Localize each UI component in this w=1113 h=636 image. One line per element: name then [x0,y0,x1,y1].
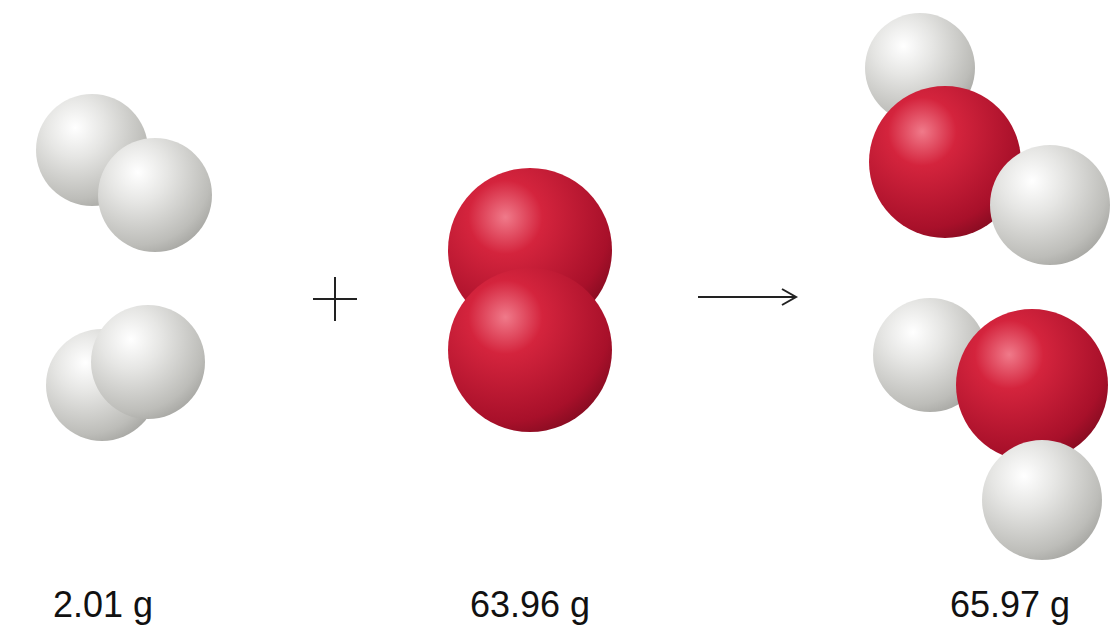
mass-label: 2.01 g [53,585,153,625]
oxygen-molecule [448,168,612,432]
reaction-arrow [698,289,796,305]
mass-label: 63.96 g [470,585,590,625]
hydrogen-molecule [46,305,205,441]
water-molecule [865,13,1110,265]
mass-label: 65.97 g [950,585,1070,625]
hydrogen-molecule [36,94,212,252]
plus-sign [313,277,357,321]
water-molecule [873,298,1108,560]
